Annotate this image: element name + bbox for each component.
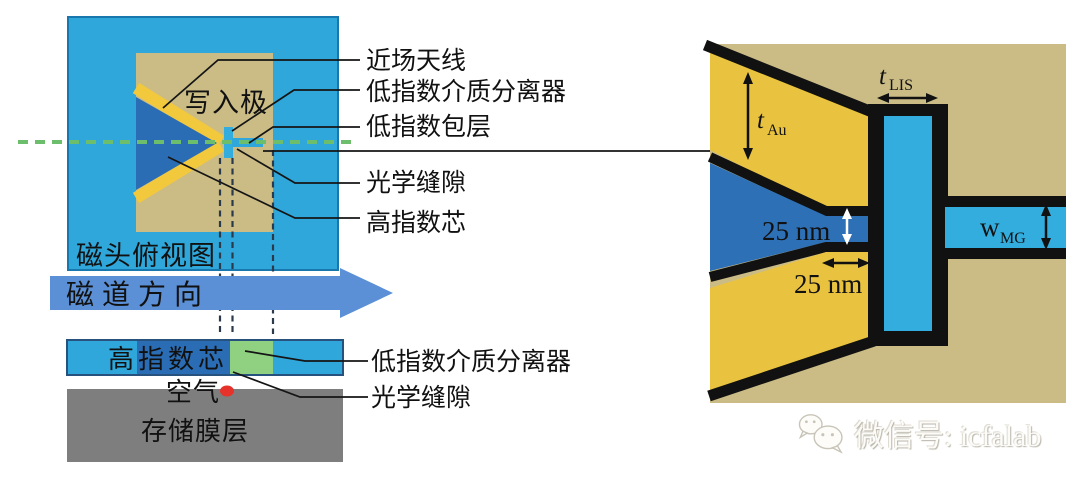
watermark-text: 微信号: icfalab [854,420,1042,453]
projection-dashed-lines [218,150,275,334]
wechat-icon [798,414,843,454]
gold-layer-bottom [710,252,870,392]
arrowhead-down-icon [1041,238,1051,250]
panel-title: 磁头俯视图 [76,241,216,271]
gap-width-dimension: 25 nm [794,258,870,299]
label-optical-gap-bottom: 光学缝隙 [371,384,471,412]
border-top-diagonal [702,39,875,118]
air-label: 空气 [166,378,220,407]
label-high-index-core: 高指数芯 [366,209,466,237]
label-low-index-separator-bottom: 低指数介质分离器 [371,348,571,376]
border-bottom-diagonal [707,335,876,402]
write-pole-label: 写入极 [184,88,268,118]
label-near-field-antenna: 近场天线 [366,47,466,75]
arrowhead-down-icon [842,234,852,245]
head-top-view-panel: 写入极 磁头俯视图 [18,16,356,271]
hotspot-dot [220,385,234,397]
core-wedge [710,163,872,271]
storage-layer-label: 存储膜层 [141,417,249,446]
lis-bar [884,116,932,331]
arrowhead-up-icon [743,72,753,84]
svg-text:t: t [757,107,765,134]
svg-text:Au: Au [767,122,787,139]
svg-text:25 nm: 25 nm [762,216,830,246]
track-direction-label: 磁道方向 [66,279,210,311]
label-low-index-cladding: 低指数包层 [366,113,491,141]
border-below-neck [708,242,872,282]
leader-lines [162,59,710,398]
border-above-neck [707,152,872,216]
zoom-panel: t Au t LIS 25 nm 25 nm [702,39,1066,403]
air-gap [67,376,343,389]
cross-section: 高指数芯 空气 存储膜层 [66,339,344,462]
arrowhead-down-icon [743,148,753,160]
svg-text:25 nm: 25 nm [794,269,862,299]
arrowhead-up-icon [842,208,852,219]
gold-taper-bottom [132,140,225,204]
cross-section-core [137,341,230,374]
watermark: 微信号: icfalab [796,408,1076,458]
cross-section-core-label: 高指数芯 [108,345,228,374]
callout-labels: 近场天线 低指数介质分离器 低指数包层 光学缝隙 高指数芯 低指数介质分离器 光… [366,47,571,412]
svg-text:t: t [879,63,887,90]
storage-layer [67,389,343,462]
t-lis-dimension: t LIS [877,63,938,103]
track-direction-arrow: 磁道方向 [50,268,393,318]
svg-text:w: w [980,212,1000,242]
w-mg-dimension: w MG [980,204,1051,250]
cross-section-separator [230,341,273,374]
arrowhead-left-icon [877,93,889,103]
gold-taper-top [132,82,225,147]
arrowhead-up-icon [1041,204,1051,216]
arrowhead-left-icon [822,258,834,268]
label-optical-gap: 光学缝隙 [366,169,466,197]
arrowhead-right-icon [858,258,870,268]
arrowhead-right-icon [926,93,938,103]
neck-height-dimension: 25 nm [762,208,852,246]
t-au-dimension: t Au [743,72,787,160]
label-low-index-separator: 低指数介质分离器 [366,78,566,106]
svg-text:MG: MG [1000,230,1026,247]
svg-text:LIS: LIS [889,77,913,94]
gold-layer-top [710,52,868,209]
